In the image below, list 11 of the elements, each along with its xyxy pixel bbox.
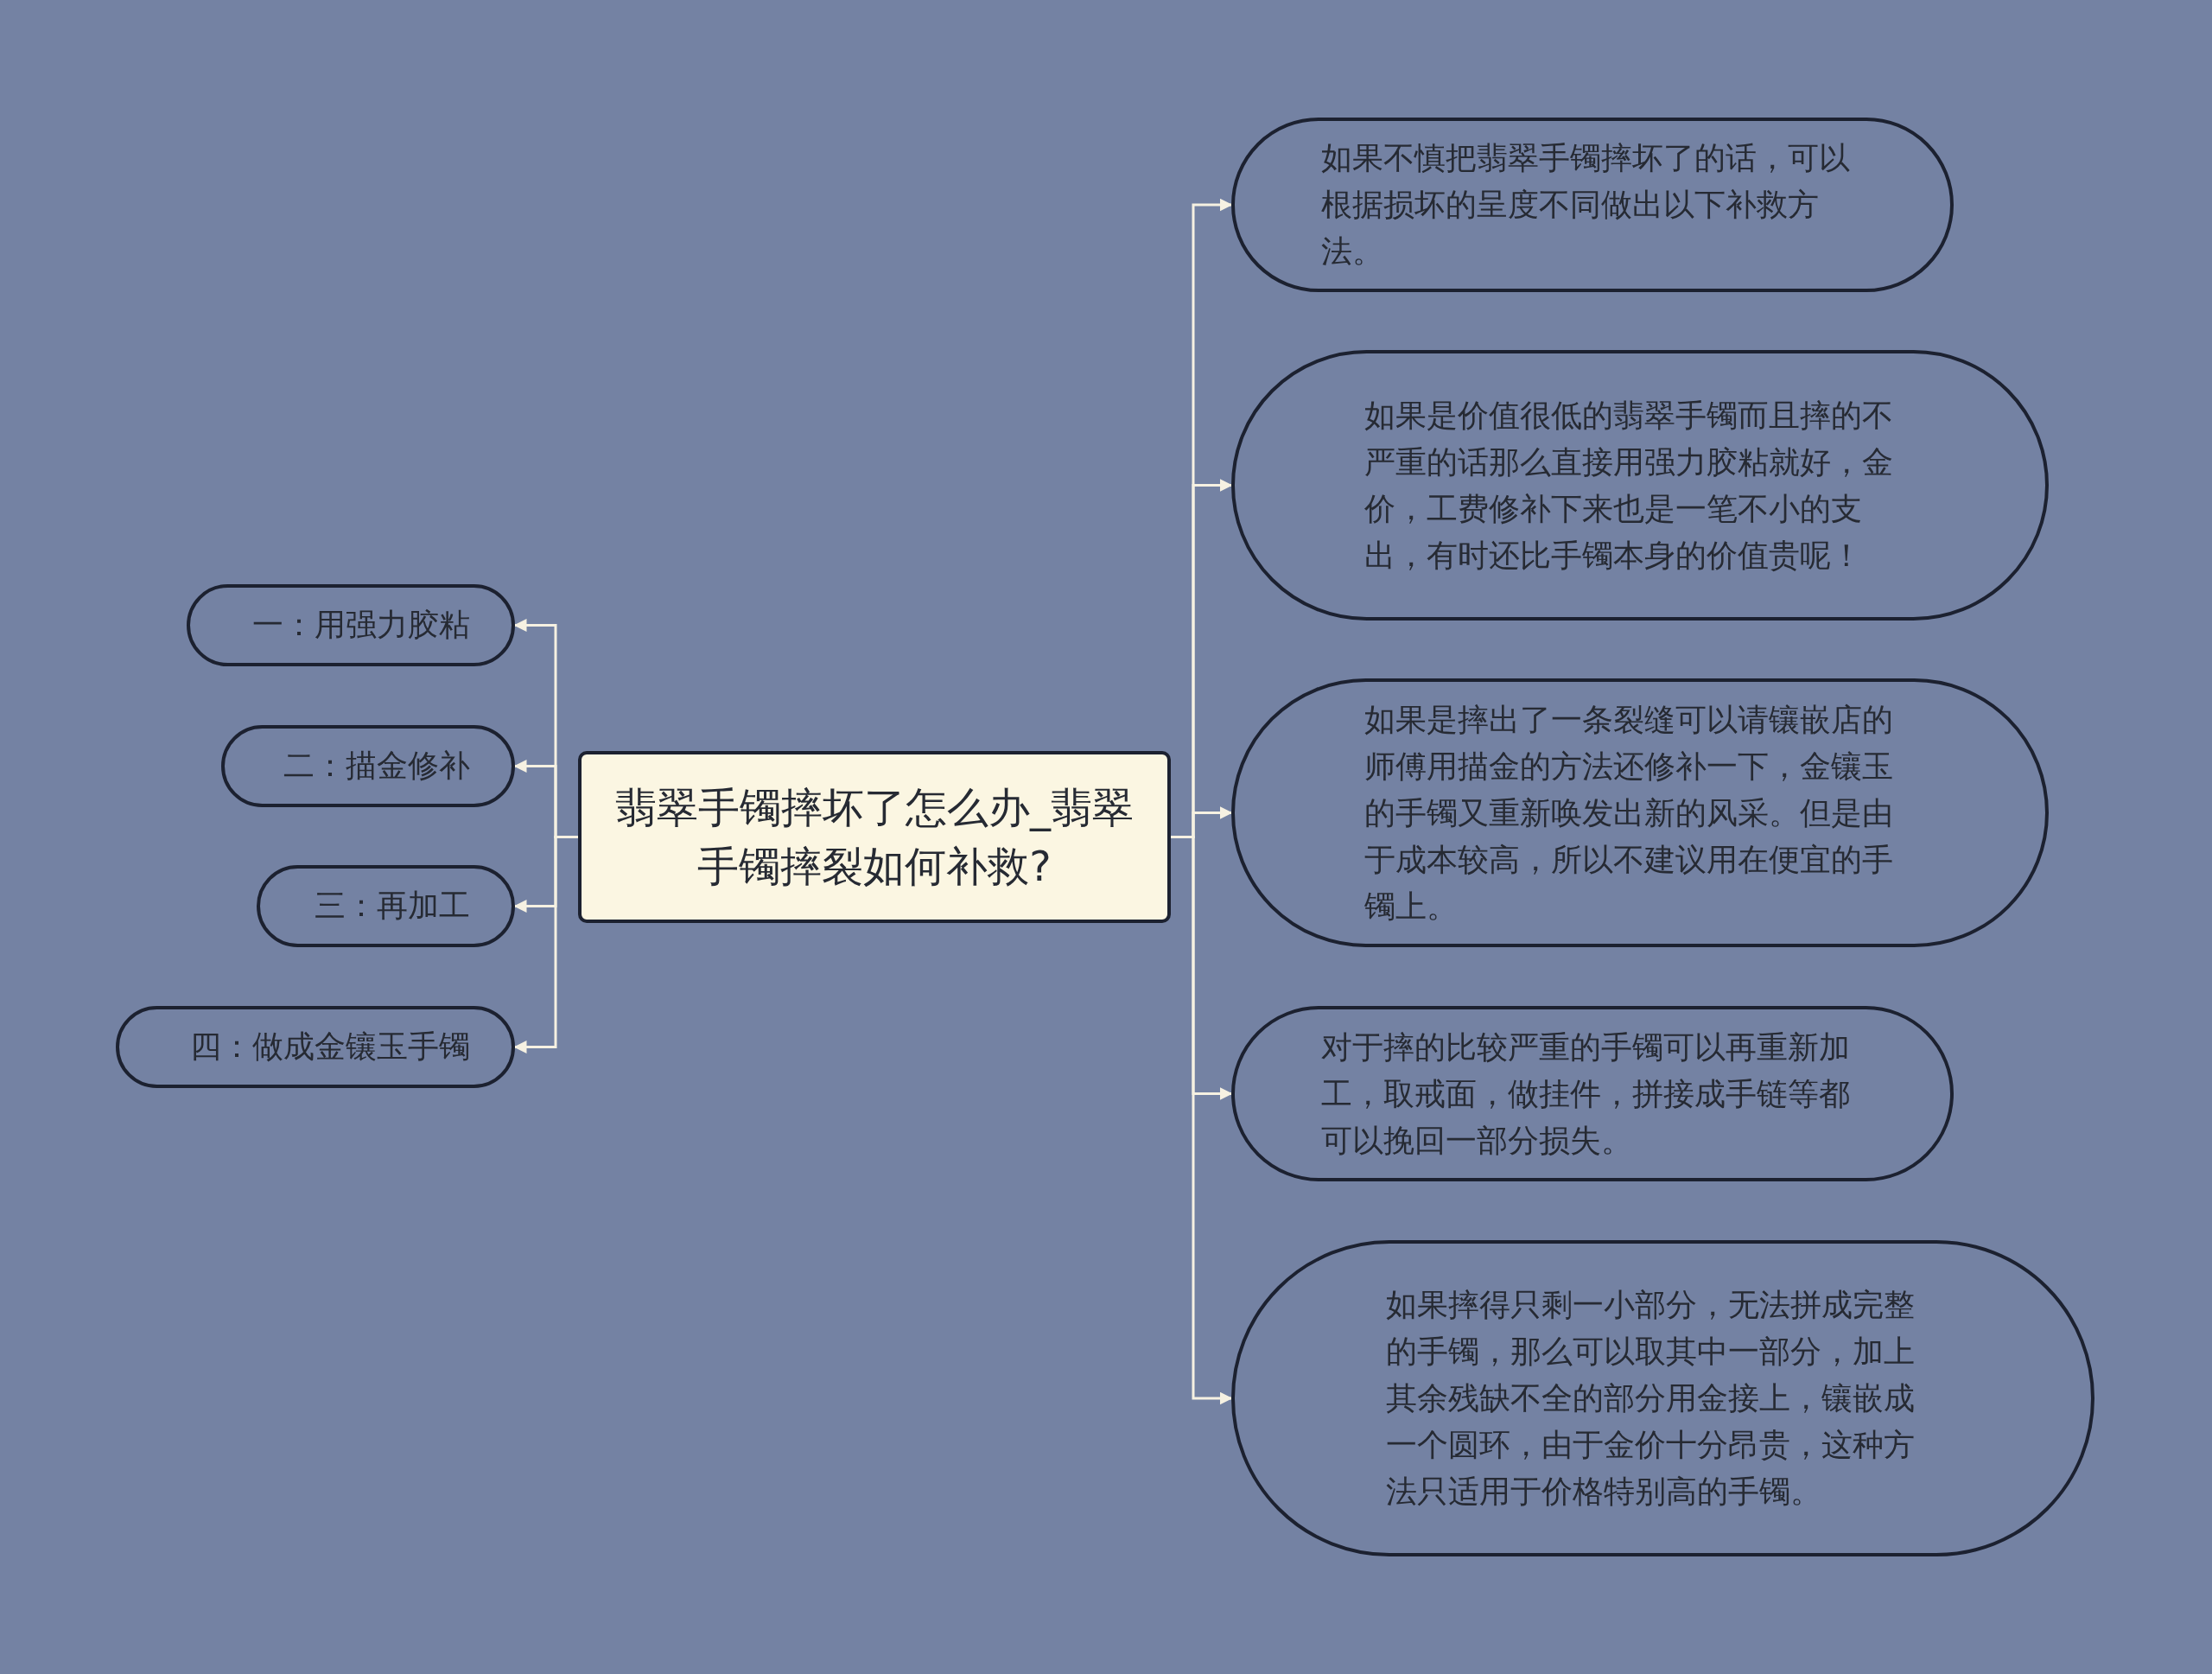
node-text: 一：用强力胶粘 bbox=[252, 606, 470, 644]
node-text: 对于摔的比较严重的手镯可以再重新加工，取戒面，做挂件，拼接成手链等都可以挽回一部分损失。 bbox=[1321, 1028, 1850, 1160]
node-text: 如果不慎把翡翠手镯摔坏了的话，可以根据损坏的呈度不同做出以下补救方法。 bbox=[1321, 139, 1850, 271]
node-text: 翡翠手镯摔坏了怎么办_翡翠手镯摔裂如何补救? bbox=[614, 782, 1135, 892]
node-text: 如果是摔出了一条裂缝可以请镶嵌店的师傅用描金的方法还修补一下，金镶玉的手镯又重新唤发出新的风采。但是由于成本较高，所以不建议用在便宜的手镯上。 bbox=[1364, 700, 1893, 926]
node-text: 如果摔得只剩一小部分，无法拼成完整的手镯，那么可以取其中一部分，加上其余残缺不全的部分用金接上，镶嵌成一个圆环，由于金价十分昂贵，这种方法只适用于价格特别高的手镯。 bbox=[1386, 1286, 1915, 1511]
node-text: 二：描金修补 bbox=[283, 747, 470, 785]
topic-box bbox=[578, 751, 1171, 923]
node-text: 三：再加工 bbox=[315, 887, 470, 925]
node-text: 如果是价值很低的翡翠手镯而且摔的不严重的话那么直接用强力胶粘就好，金价，工费修补下来也是一笔不小的支出，有时还比手镯本身的价值贵呢！ bbox=[1364, 396, 1893, 575]
node-text: 四：做成金镶玉手镯 bbox=[190, 1028, 470, 1066]
